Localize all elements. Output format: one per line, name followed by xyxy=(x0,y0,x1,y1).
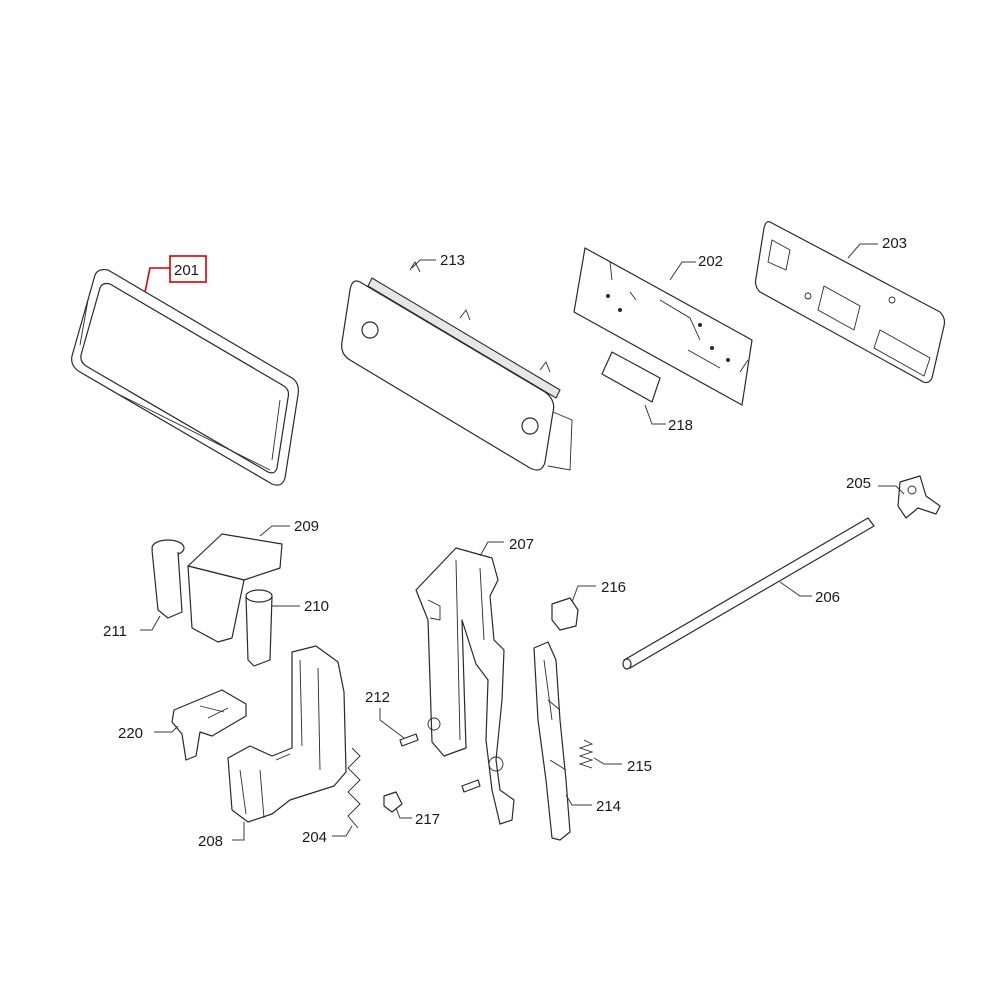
leader-213 xyxy=(411,259,436,269)
leader-215 xyxy=(593,757,622,765)
leader-206 xyxy=(779,581,812,597)
leader-209 xyxy=(259,525,290,537)
part-220-mount[interactable] xyxy=(171,689,247,761)
part-210-cylinder[interactable] xyxy=(245,589,273,667)
part-214-slider[interactable] xyxy=(533,641,571,841)
part-207-bracket[interactable] xyxy=(415,547,515,825)
callout-213[interactable]: 213 xyxy=(440,252,465,269)
callout-207[interactable]: 207 xyxy=(509,536,534,553)
leader-205 xyxy=(878,485,905,495)
callout-202[interactable]: 202 xyxy=(698,253,723,270)
callout-201[interactable]: 201 xyxy=(174,262,199,279)
part-204-spring[interactable] xyxy=(347,747,361,829)
part-205-bracket[interactable] xyxy=(897,475,941,519)
part-218-pad[interactable] xyxy=(601,351,661,403)
leader-203 xyxy=(847,243,878,259)
leader-214 xyxy=(565,794,592,806)
leader-218 xyxy=(644,404,666,425)
callout-210[interactable]: 210 xyxy=(304,598,329,615)
leader-201 xyxy=(144,267,172,293)
callout-218[interactable]: 218 xyxy=(668,417,693,434)
part-201-frame[interactable] xyxy=(71,268,299,486)
callout-220[interactable]: 220 xyxy=(118,725,143,742)
part-215-spring[interactable] xyxy=(578,739,594,769)
callout-217[interactable]: 217 xyxy=(415,811,440,828)
part-202-sheet[interactable] xyxy=(573,247,753,406)
part-206-rod[interactable] xyxy=(622,517,875,670)
leader-212 xyxy=(379,708,405,739)
leader-208 xyxy=(232,822,245,841)
callout-206[interactable]: 206 xyxy=(815,589,840,606)
callout-215[interactable]: 215 xyxy=(627,758,652,775)
callout-203[interactable]: 203 xyxy=(882,235,907,252)
callout-214[interactable]: 214 xyxy=(596,798,621,815)
callout-205[interactable]: 205 xyxy=(846,475,871,492)
leader-220 xyxy=(154,725,179,733)
leader-211 xyxy=(140,615,161,631)
leader-217 xyxy=(395,807,412,819)
callout-216[interactable]: 216 xyxy=(601,579,626,596)
callout-208[interactable]: 208 xyxy=(198,833,223,850)
part-212-screws[interactable] xyxy=(399,733,481,793)
part-209-button[interactable] xyxy=(187,533,283,643)
callout-204[interactable]: 204 xyxy=(302,829,327,846)
leader-204 xyxy=(332,825,353,837)
part-211-lever[interactable] xyxy=(151,539,185,619)
leader-202 xyxy=(669,261,696,281)
part-208-housing[interactable] xyxy=(227,645,347,823)
part-217-clip[interactable] xyxy=(383,791,403,813)
part-213-panel[interactable] xyxy=(341,261,573,471)
callout-box-201 xyxy=(169,255,207,283)
callout-209[interactable]: 209 xyxy=(294,518,319,535)
leader-207 xyxy=(479,541,504,557)
part-216-clip[interactable] xyxy=(551,597,579,631)
callout-212[interactable]: 212 xyxy=(365,689,390,706)
callout-211[interactable]: 211 xyxy=(103,623,127,640)
leader-216 xyxy=(571,585,596,603)
part-203-backplate[interactable] xyxy=(754,221,946,384)
